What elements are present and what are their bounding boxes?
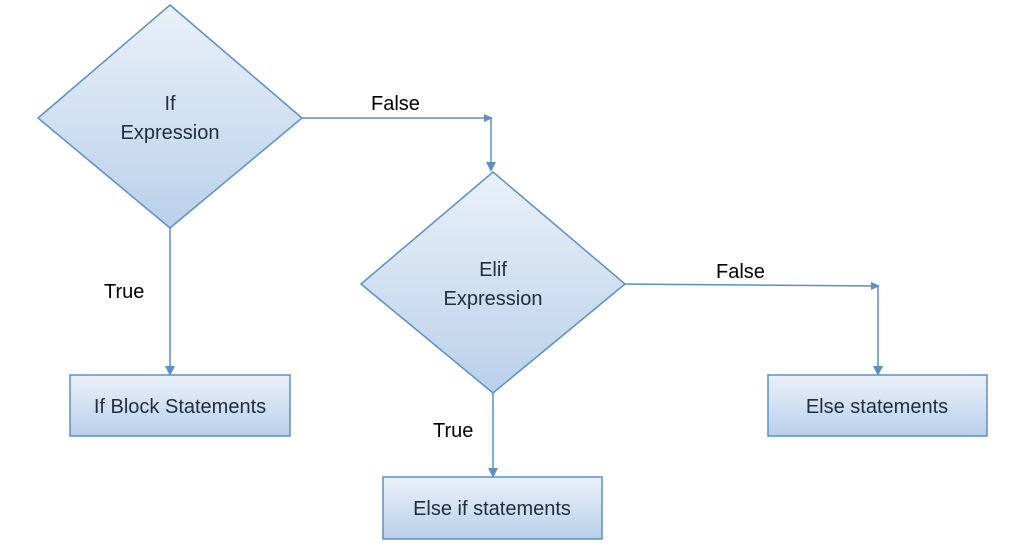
if-expression-diamond bbox=[36, 4, 304, 229]
elif-false-midpoint-arrow bbox=[871, 282, 880, 290]
if-expression-label-line1: If bbox=[164, 93, 176, 115]
if-block-node: If Block Statements bbox=[69, 374, 291, 437]
if-false-label: False bbox=[371, 93, 420, 115]
if-false-connector bbox=[302, 117, 496, 172]
if-block-box bbox=[69, 374, 291, 437]
elif-false-connector bbox=[624, 283, 883, 376]
if-block-label: If Block Statements bbox=[94, 396, 266, 418]
if-true-label: True bbox=[104, 281, 144, 303]
else-block-box bbox=[767, 374, 988, 437]
elif-expression-label-line1: Elif bbox=[479, 259, 507, 281]
if-expression-label-line2: Expression bbox=[121, 122, 220, 144]
else-block-node: Else statements bbox=[767, 374, 988, 437]
elif-expression-diamond bbox=[359, 171, 627, 394]
elif-true-label: True bbox=[433, 420, 473, 442]
if-expression-decision: If Expression bbox=[36, 4, 304, 229]
else-if-block-label: Else if statements bbox=[413, 498, 571, 520]
else-block-label: Else statements bbox=[806, 396, 948, 418]
elif-expression-decision: Elif Expression bbox=[359, 171, 627, 394]
if-false-midpoint-arrow bbox=[484, 114, 493, 122]
elif-expression-label-line2: Expression bbox=[444, 288, 543, 310]
else-if-block-box bbox=[382, 476, 603, 540]
elif-false-label: False bbox=[716, 261, 765, 283]
else-if-block-node: Else if statements bbox=[382, 476, 603, 540]
